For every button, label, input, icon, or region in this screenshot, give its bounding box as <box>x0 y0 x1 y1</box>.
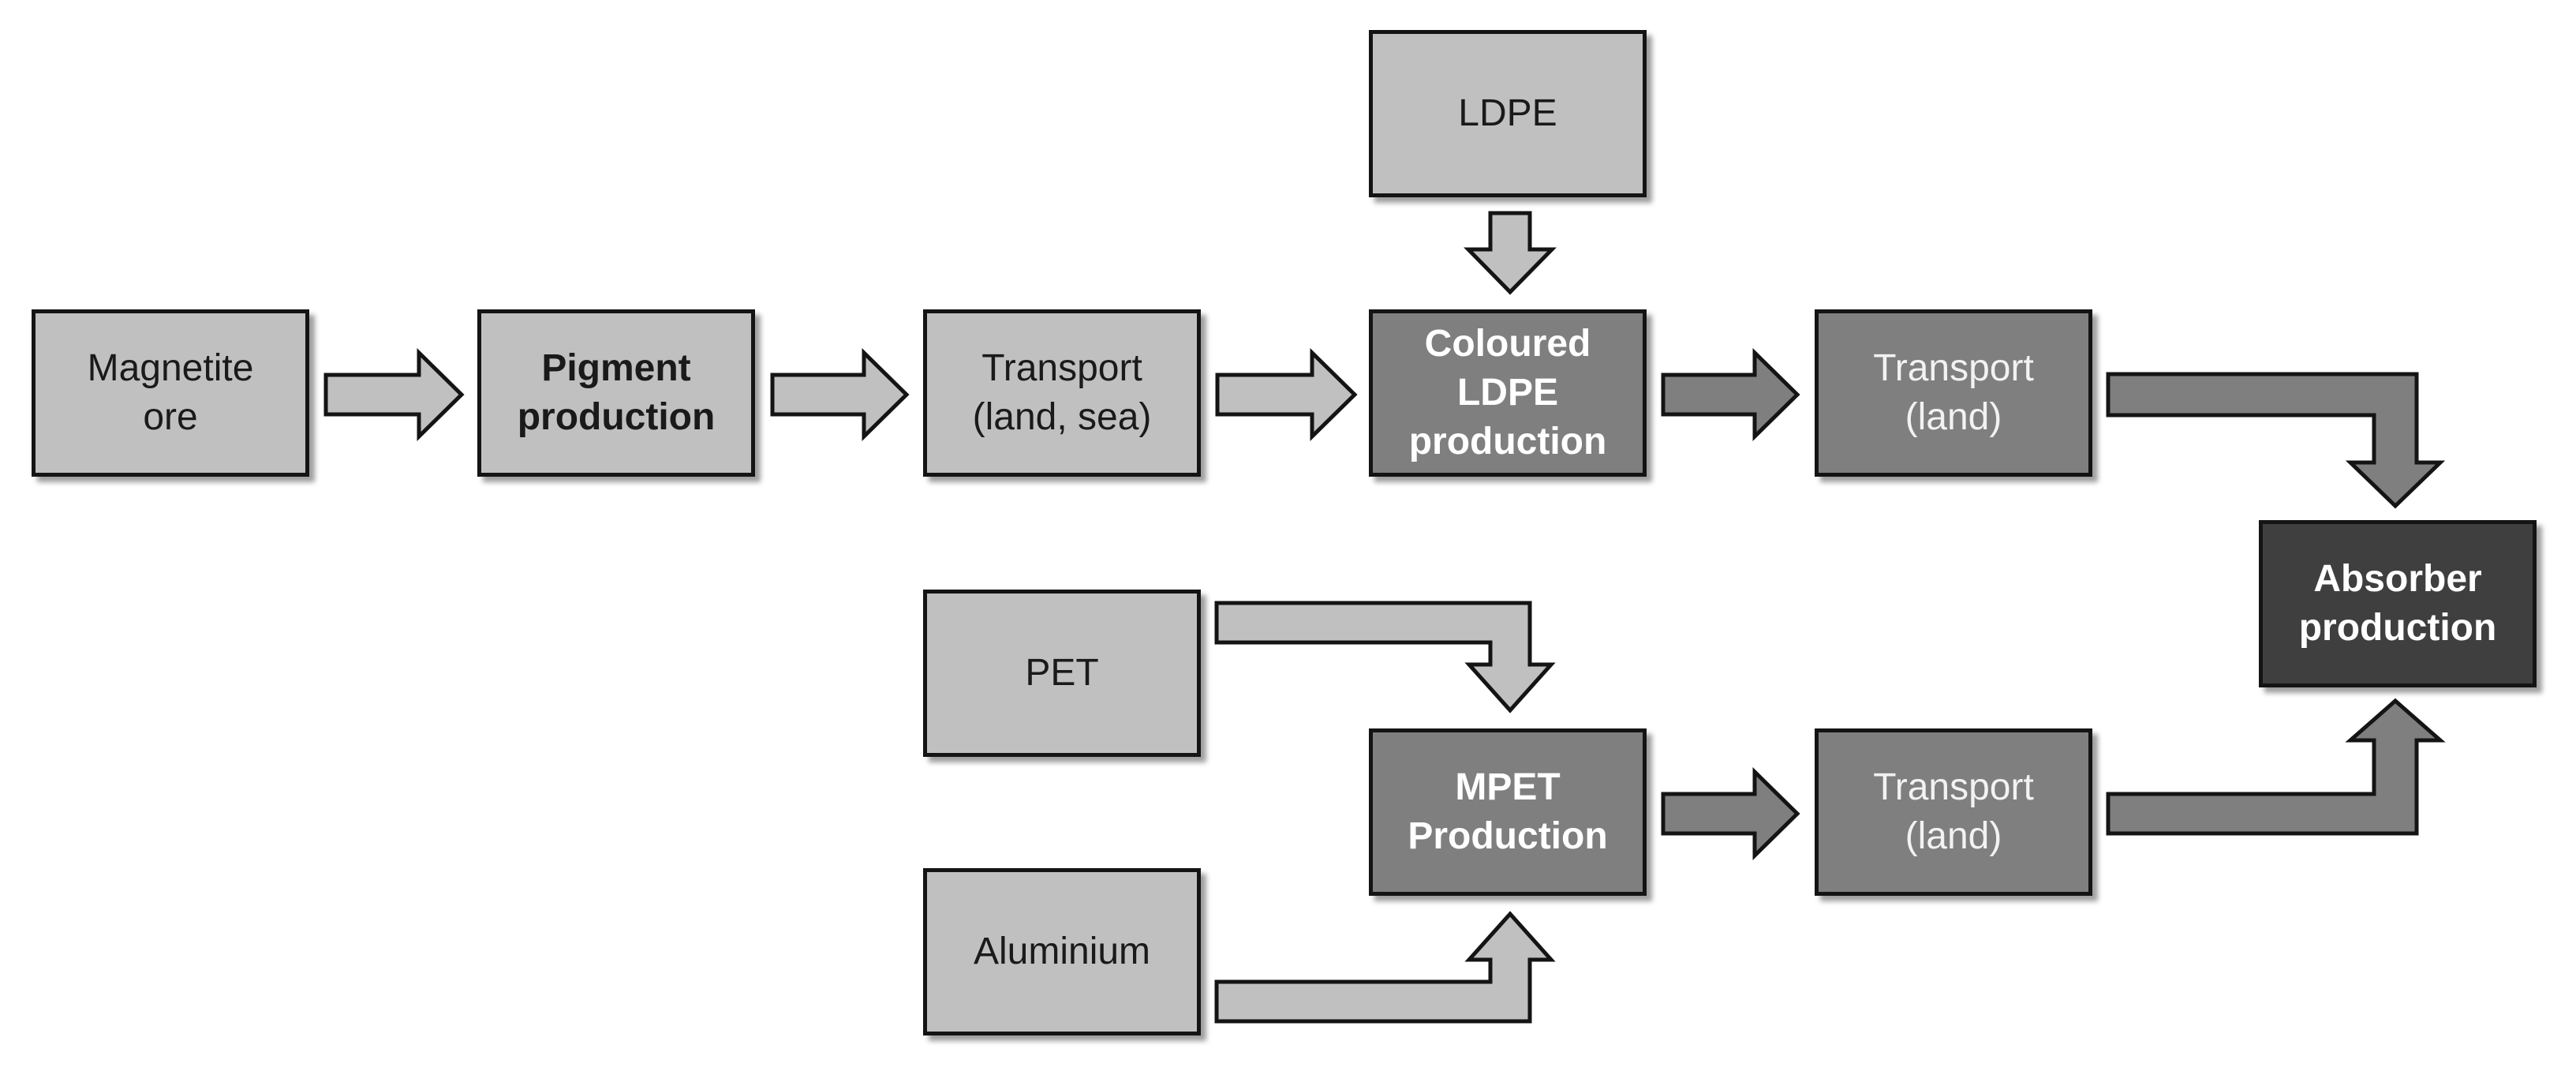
node-pigment-production-label: Pigment production <box>517 347 716 438</box>
node-transport-land-sea: Transport (land, sea) <box>923 309 1201 477</box>
arrow-transport-bottom-to-absorber <box>2106 698 2446 836</box>
node-transport-land-sea-label: Transport (land, sea) <box>972 347 1152 438</box>
node-absorber-production-label: Absorber production <box>2298 558 2497 649</box>
node-absorber-production: Absorber production <box>2259 520 2537 687</box>
arrow-coloured-ldpe-to-transport <box>1661 348 1800 441</box>
node-magnetite-ore: Magnetite ore <box>32 309 309 477</box>
node-pigment-production: Pigment production <box>477 309 755 477</box>
arrow-mpet-to-transport <box>1661 767 1800 860</box>
node-coloured-ldpe-production-label: Coloured LDPE production <box>1408 323 1607 462</box>
arrow-magnetite-to-pigment <box>323 348 465 441</box>
node-aluminium: Aluminium <box>923 868 1201 1035</box>
node-mpet-production-label: MPET Production <box>1408 766 1608 857</box>
arrow-ldpe-to-coloured-ldpe <box>1464 211 1557 295</box>
node-ldpe-label: LDPE <box>1458 92 1557 134</box>
node-pet-label: PET <box>1025 652 1099 694</box>
node-aluminium-label: Aluminium <box>973 931 1151 972</box>
node-coloured-ldpe-production: Coloured LDPE production <box>1369 309 1647 477</box>
node-mpet-production: MPET Production <box>1369 728 1647 896</box>
arrow-pet-to-mpet <box>1214 601 1556 713</box>
arrow-aluminium-to-mpet <box>1214 911 1556 1024</box>
arrow-transport-top-to-absorber <box>2106 372 2446 509</box>
node-transport-land-bottom-label: Transport (land) <box>1873 766 2034 857</box>
arrow-transport-to-coloured-ldpe <box>1215 348 1358 441</box>
arrow-pigment-to-transport <box>770 348 910 441</box>
node-magnetite-ore-label: Magnetite ore <box>87 347 254 438</box>
node-pet: PET <box>923 590 1201 757</box>
node-transport-land-bottom: Transport (land) <box>1815 728 2092 896</box>
node-transport-land-top: Transport (land) <box>1815 309 2092 477</box>
node-ldpe: LDPE <box>1369 30 1647 197</box>
node-transport-land-top-label: Transport (land) <box>1873 347 2034 438</box>
